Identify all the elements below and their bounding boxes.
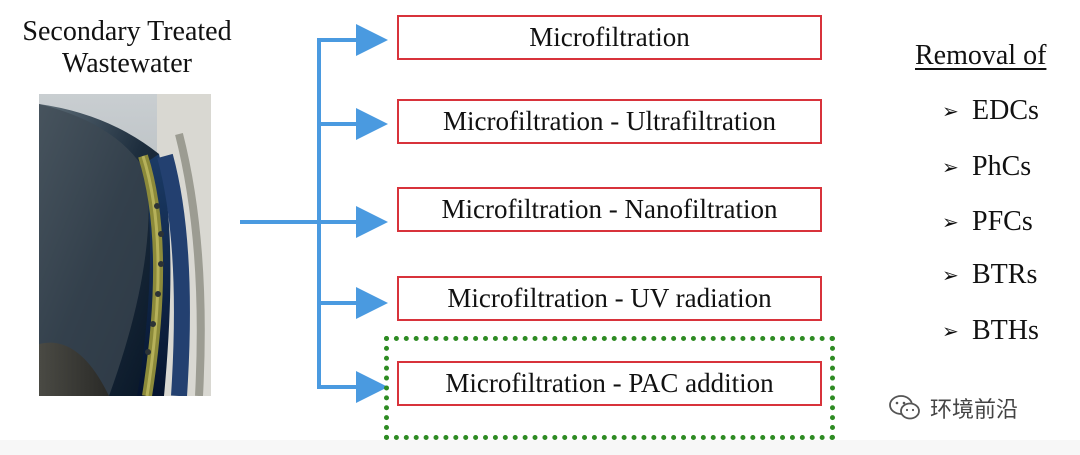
removal-item: ➢ EDCs [942, 95, 1039, 127]
highlight-dotted-frame [384, 336, 835, 440]
wastewater-clarifier-photo [39, 94, 211, 396]
removal-item: ➢ BTRs [942, 259, 1037, 291]
removal-item-label: PhCs [972, 151, 1032, 182]
source-title: Secondary Treated Wastewater [0, 16, 254, 80]
diagram-canvas: Secondary Treated Wastewater [0, 15, 1047, 440]
removal-item-label: BTHs [972, 315, 1039, 346]
option-label: Microfiltration - PAC addition [445, 368, 774, 398]
option-label: Microfiltration - Nanofiltration [441, 194, 778, 224]
arrow-bullet-icon: ➢ [942, 264, 959, 287]
removal-item: ➢ PhCs [942, 151, 1031, 183]
removal-item-label: EDCs [972, 95, 1039, 126]
option-box-microfiltration-nanofiltration: Microfiltration - Nanofiltration [397, 187, 822, 232]
arrow-bullet-icon: ➢ [942, 320, 959, 343]
option-box-microfiltration-uv-radiation: Microfiltration - UV radiation [397, 276, 822, 321]
removal-item: ➢ PFCs [942, 206, 1033, 238]
watermark-text: 环境前沿 [930, 398, 1019, 423]
option-box-microfiltration-pac-addition: Microfiltration - PAC addition [397, 361, 822, 406]
connector-arrows [240, 24, 388, 403]
option-label: Microfiltration - Ultrafiltration [443, 106, 776, 136]
wechat-icon [889, 395, 920, 420]
source-title-line1: Secondary Treated [22, 16, 232, 47]
arrow-bullet-icon: ➢ [942, 156, 959, 179]
option-box-microfiltration: Microfiltration [397, 15, 822, 60]
removal-title: Removal of [915, 40, 1047, 71]
removal-item-label: BTRs [972, 259, 1038, 290]
arrow-bullet-icon: ➢ [942, 211, 959, 234]
removal-item-label: PFCs [972, 206, 1033, 237]
option-label: Microfiltration - UV radiation [447, 283, 772, 313]
option-box-microfiltration-ultrafiltration: Microfiltration - Ultrafiltration [397, 99, 822, 144]
option-label: Microfiltration [529, 22, 690, 52]
watermark: 环境前沿 [888, 392, 1018, 424]
arrow-bullet-icon: ➢ [942, 100, 959, 123]
removal-item: ➢ BTHs [942, 315, 1039, 347]
source-title-line2: Wastewater [62, 48, 192, 79]
